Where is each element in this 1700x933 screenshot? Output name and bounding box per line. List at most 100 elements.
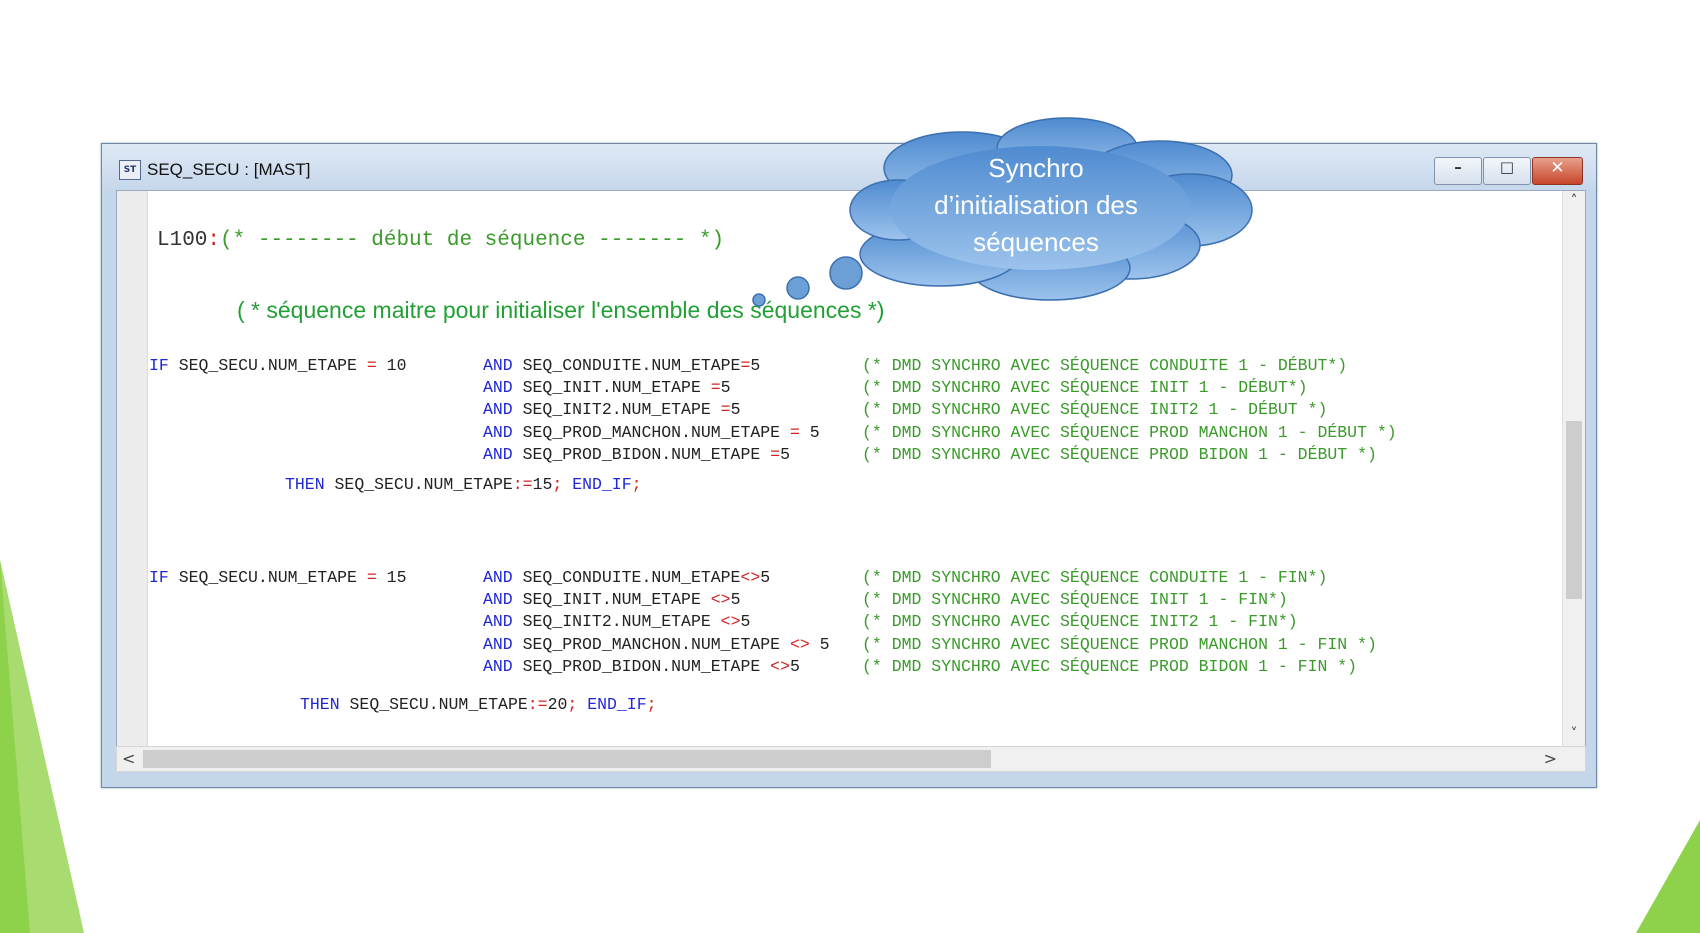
green-triangle-right xyxy=(1636,820,1700,933)
semicolon: ; xyxy=(631,475,642,494)
and-op: <> xyxy=(770,656,790,676)
and-line: AND SEQ_PROD_BIDON.NUM_ETAPE <>5 xyxy=(483,656,800,678)
and-var: SEQ_INIT2.NUM_ETAPE xyxy=(522,400,721,420)
block1-if-line: IF SEQ_SECU.NUM_ETAPE = 10 xyxy=(149,355,406,377)
semicolon: ; xyxy=(646,695,657,714)
end-if-keyword: END_IF xyxy=(587,695,647,714)
and-line-comment: (* DMD SYNCHRO AVEC SÉQUENCE INIT2 1 - F… xyxy=(862,612,1298,632)
and-line-comment: (* DMD SYNCHRO AVEC SÉQUENCE PROD MANCHO… xyxy=(862,422,1397,442)
and-var: SEQ_PROD_BIDON.NUM_ETAPE xyxy=(522,656,771,676)
assign-var: SEQ_SECU.NUM_ETAPE xyxy=(349,695,528,714)
and-op: = xyxy=(740,356,751,375)
and-line: AND SEQ_INIT.NUM_ETAPE <>5 xyxy=(483,589,740,611)
block1-then-line: THEN SEQ_SECU.NUM_ETAPE:=15; END_IF; xyxy=(285,474,642,496)
and-var: SEQ_PROD_MANCHON.NUM_ETAPE xyxy=(522,422,790,442)
then-keyword: THEN xyxy=(300,695,340,714)
and-line-comment: (* DMD SYNCHRO AVEC SÉQUENCE INIT 1 - FI… xyxy=(862,590,1288,610)
minimize-icon: – xyxy=(1454,158,1462,176)
and-line-comment: (* DMD SYNCHRO AVEC SÉQUENCE PROD MANCHO… xyxy=(862,634,1377,654)
thought-bubble-small xyxy=(752,293,766,307)
and-value: 5 xyxy=(789,656,800,676)
block2-then-line: THEN SEQ_SECU.NUM_ETAPE:=20; END_IF; xyxy=(300,694,657,716)
and-line-comment: (* DMD SYNCHRO AVEC SÉQUENCE CONDUITE 1 … xyxy=(862,356,1348,375)
and-value: 5 xyxy=(730,590,741,610)
and-keyword: AND xyxy=(483,444,513,464)
minimize-button[interactable]: – xyxy=(1434,157,1482,185)
scroll-right-icon[interactable]: > xyxy=(1543,749,1557,768)
and-line: AND SEQ_INIT2.NUM_ETAPE <>5 xyxy=(483,611,750,633)
and-line: AND SEQ_CONDUITE.NUM_ETAPE<>5 xyxy=(483,567,770,589)
vertical-scroll-thumb[interactable] xyxy=(1566,421,1582,599)
if-condition-value: 15 xyxy=(386,568,407,587)
and-keyword: AND xyxy=(483,590,513,610)
and-op: = xyxy=(710,378,721,398)
maximize-icon: □ xyxy=(1499,158,1515,176)
if-keyword: IF xyxy=(149,356,169,375)
and-value: 5 xyxy=(760,568,771,587)
editor-window: ST SEQ_SECU : [MAST] – □ ✕ L100:(* -----… xyxy=(101,143,1597,788)
window-title: SEQ_SECU : [MAST] xyxy=(147,160,311,179)
and-op: <> xyxy=(720,612,741,632)
callout-line-3: séquences xyxy=(973,227,1099,257)
scroll-up-icon[interactable]: ˄ xyxy=(1570,193,1578,209)
label-comment: (* -------- début de séquence ------- *) xyxy=(220,229,725,252)
and-keyword: AND xyxy=(483,356,513,375)
and-line: AND SEQ_PROD_BIDON.NUM_ETAPE =5 xyxy=(483,444,790,466)
and-var: SEQ_INIT.NUM_ETAPE xyxy=(522,590,711,610)
and-keyword: AND xyxy=(483,400,513,420)
if-condition-var: SEQ_SECU.NUM_ETAPE xyxy=(178,356,357,375)
horizontal-scrollbar[interactable]: < > xyxy=(116,746,1586,772)
and-line: AND SEQ_PROD_MANCHON.NUM_ETAPE = 5 xyxy=(483,422,820,444)
close-icon: ✕ xyxy=(1550,158,1565,178)
and-keyword: AND xyxy=(483,422,513,442)
and-op: <> xyxy=(789,634,810,654)
and-var: SEQ_CONDUITE.NUM_ETAPE xyxy=(522,568,741,587)
code-editor[interactable]: L100:(* -------- début de séquence -----… xyxy=(116,190,1586,747)
and-value: 5 xyxy=(750,356,761,375)
and-var: SEQ_PROD_MANCHON.NUM_ETAPE xyxy=(522,634,790,654)
and-var: SEQ_CONDUITE.NUM_ETAPE xyxy=(522,356,741,375)
if-condition-var: SEQ_SECU.NUM_ETAPE xyxy=(178,568,357,587)
and-line-comment: (* DMD SYNCHRO AVEC SÉQUENCE INIT 1 - DÉ… xyxy=(862,378,1308,398)
and-line: AND SEQ_CONDUITE.NUM_ETAPE=5 xyxy=(483,355,760,377)
assign-value: 20 xyxy=(547,695,568,714)
close-button[interactable]: ✕ xyxy=(1532,157,1583,185)
maximize-button[interactable]: □ xyxy=(1483,157,1531,185)
and-keyword: AND xyxy=(483,568,513,587)
step-label-line: L100:(* -------- début de séquence -----… xyxy=(157,229,724,252)
assign-value: 15 xyxy=(532,475,553,494)
thought-bubble-large xyxy=(829,256,863,290)
and-value: 5 xyxy=(730,400,741,420)
label-colon: : xyxy=(207,229,221,252)
and-var: SEQ_INIT2.NUM_ETAPE xyxy=(522,612,721,632)
callout-line-2: d’initialisation des xyxy=(934,190,1138,220)
and-line-comment: (* DMD SYNCHRO AVEC SÉQUENCE PROD BIDON … xyxy=(862,444,1377,464)
then-keyword: THEN xyxy=(285,475,325,494)
and-keyword: AND xyxy=(483,656,513,676)
block2-if-line: IF SEQ_SECU.NUM_ETAPE = 15 xyxy=(149,567,406,589)
title-bar[interactable]: ST SEQ_SECU : [MAST] – □ ✕ xyxy=(102,144,1596,190)
and-op: <> xyxy=(710,590,731,610)
and-value: 5 xyxy=(809,634,830,654)
thought-bubble-medium xyxy=(786,276,810,300)
and-line: AND SEQ_INIT2.NUM_ETAPE =5 xyxy=(483,399,740,421)
and-line-comment: (* DMD SYNCHRO AVEC SÉQUENCE INIT2 1 - D… xyxy=(862,400,1328,420)
scroll-down-icon[interactable]: ˅ xyxy=(1570,726,1578,742)
and-value: 5 xyxy=(780,444,790,464)
green-triangle-left-light xyxy=(0,560,84,933)
if-condition-op: = xyxy=(366,568,377,587)
scroll-left-icon[interactable]: < xyxy=(122,749,136,768)
and-line: AND SEQ_INIT.NUM_ETAPE =5 xyxy=(483,377,731,399)
vertical-scrollbar[interactable]: ˄ ˅ xyxy=(1562,191,1585,746)
and-keyword: AND xyxy=(483,634,513,654)
horizontal-scroll-thumb[interactable] xyxy=(143,750,991,768)
and-var: SEQ_INIT.NUM_ETAPE xyxy=(522,378,711,398)
and-op: <> xyxy=(740,568,761,587)
assign-op: := xyxy=(512,475,533,494)
and-value: 5 xyxy=(720,378,731,398)
and-value: 5 xyxy=(740,612,751,632)
and-line-comment: (* DMD SYNCHRO AVEC SÉQUENCE CONDUITE 1 … xyxy=(862,568,1328,587)
end-if-keyword: END_IF xyxy=(572,475,632,494)
